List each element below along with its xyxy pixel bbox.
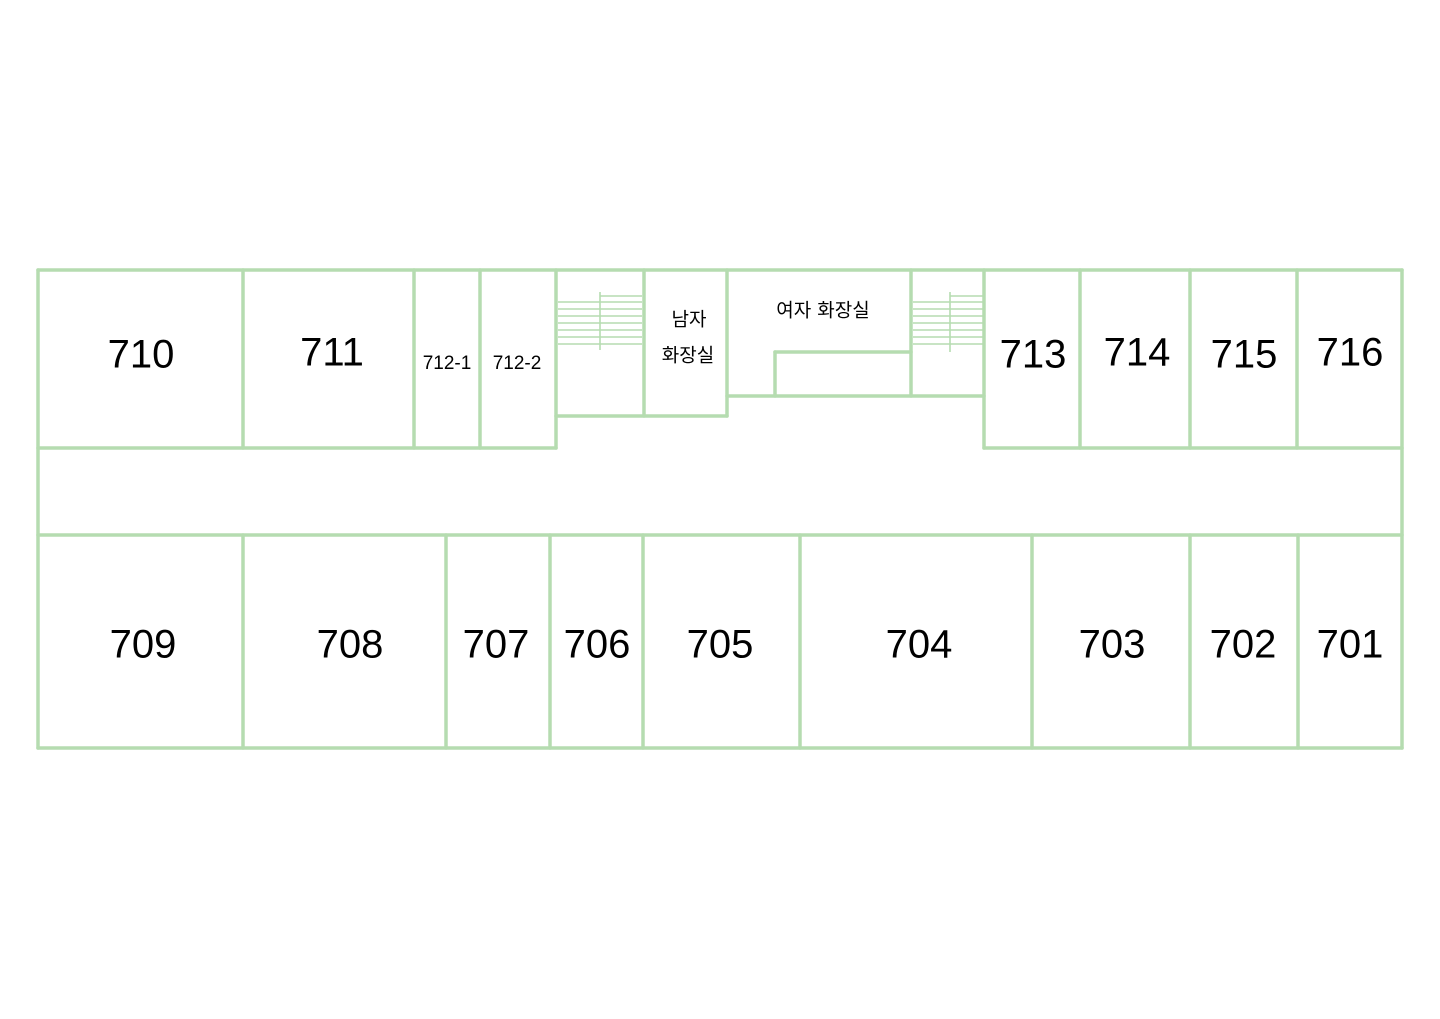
- top-row-walls: [241, 268, 1299, 450]
- room-713-label: 713: [1000, 333, 1067, 377]
- room-703-label: 703: [1079, 623, 1146, 667]
- stairs-icon-left: [558, 292, 642, 350]
- mens-restroom-label-line2: 화장실: [662, 345, 714, 367]
- corridor-walls: [36, 446, 1404, 537]
- mens-restroom-label-line1: 남자: [672, 309, 707, 331]
- room-706-label: 706: [564, 623, 631, 667]
- stairs-icon-right: [913, 292, 983, 352]
- room-708-label: 708: [317, 623, 384, 667]
- building-outline: [36, 268, 1404, 750]
- room-712-1-label: 712-1: [423, 353, 472, 374]
- room-701-label: 701: [1317, 623, 1384, 667]
- bottom-row-walls: [241, 533, 1300, 750]
- room-715-label: 715: [1211, 333, 1278, 377]
- room-705-label: 705: [687, 623, 754, 667]
- room-714-label: 714: [1104, 331, 1171, 375]
- room-702-label: 702: [1210, 623, 1277, 667]
- room-716-label: 716: [1317, 331, 1384, 375]
- room-709-label: 709: [110, 623, 177, 667]
- womens-restroom-label: 여자 화장실: [776, 300, 869, 322]
- room-707-label: 707: [463, 623, 530, 667]
- room-710-label: 710: [108, 333, 175, 377]
- room-712-2-label: 712-2: [493, 353, 542, 374]
- room-704-label: 704: [886, 623, 953, 667]
- room-711-label: 711: [300, 331, 364, 375]
